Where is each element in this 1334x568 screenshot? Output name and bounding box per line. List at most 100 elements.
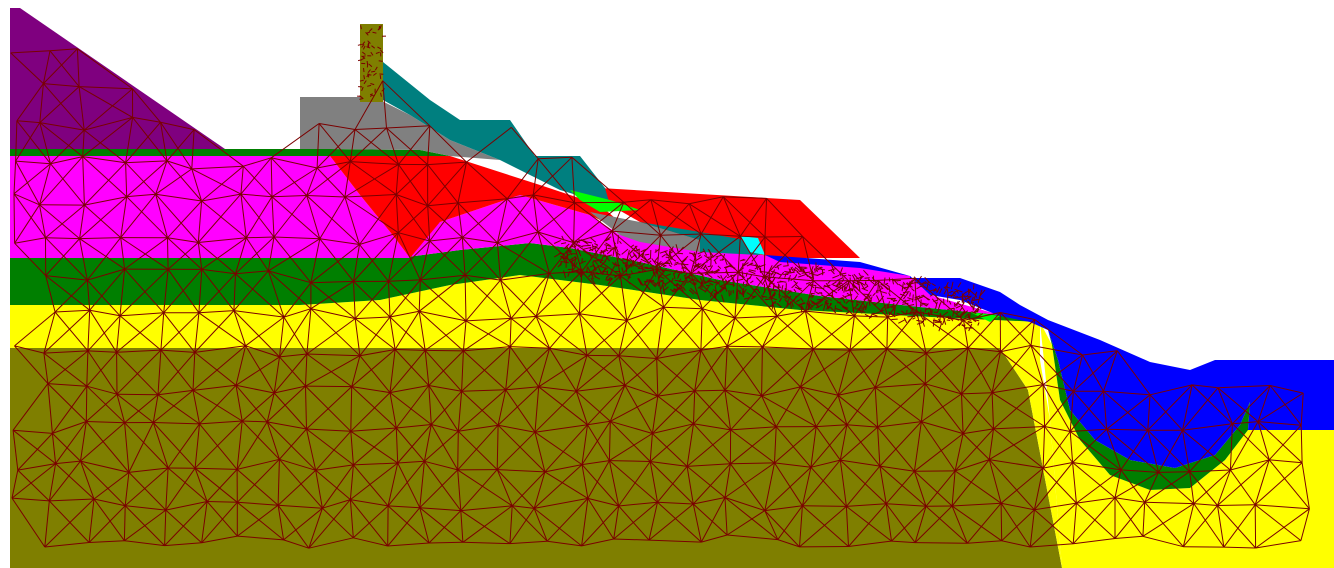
mesh-edge: [939, 288, 943, 294]
mesh-edge: [921, 393, 962, 423]
mesh-edge: [734, 276, 765, 319]
mesh-edge: [1106, 394, 1151, 430]
mesh-edge: [418, 274, 466, 312]
mesh-edge: [654, 260, 662, 268]
mesh-edge: [795, 284, 800, 289]
mesh-edge: [867, 295, 872, 300]
mesh-edge: [874, 387, 879, 428]
mesh-edge: [657, 501, 702, 543]
mesh-edge: [427, 205, 431, 242]
mesh-edge: [579, 313, 620, 357]
mesh-edge: [89, 268, 125, 311]
mesh-edge: [366, 46, 371, 49]
mesh-edge: [374, 66, 378, 71]
mesh-edge: [587, 460, 610, 499]
mesh-edge: [961, 295, 971, 298]
mesh-edge: [191, 168, 203, 202]
mesh-edge: [1120, 469, 1159, 473]
mesh-edge: [911, 288, 915, 292]
mesh-edge: [915, 295, 921, 303]
mesh-edge: [549, 348, 577, 392]
mesh-edge: [699, 277, 704, 284]
mesh-edge: [700, 263, 706, 270]
mesh-edge: [306, 353, 352, 388]
mesh-edge: [167, 242, 199, 270]
mesh-edge: [80, 421, 87, 462]
mesh-edge: [894, 280, 899, 286]
mesh-edge: [395, 194, 399, 233]
mesh-edge: [1230, 459, 1270, 471]
mesh-edge: [500, 279, 512, 319]
mesh-edge: [742, 289, 744, 298]
mesh-edge: [563, 243, 570, 250]
layer-lens-green-right: [970, 312, 1000, 322]
mesh-edge: [720, 281, 729, 288]
mesh-edge: [389, 316, 396, 350]
mesh-edge: [87, 310, 91, 351]
mesh-edge: [596, 271, 599, 276]
mesh-edge: [723, 196, 767, 199]
mesh-edge: [16, 120, 40, 124]
mesh-edge: [714, 286, 718, 295]
mesh-edge: [236, 469, 279, 506]
layer-sand-left: [10, 275, 1062, 568]
mesh-edge: [1120, 429, 1149, 471]
mesh-edge: [791, 302, 794, 308]
mesh-edge: [715, 254, 722, 258]
mesh-edge: [672, 287, 676, 292]
mesh-edge: [155, 160, 168, 195]
mesh-edge: [1269, 385, 1302, 426]
mesh-edge: [123, 505, 126, 541]
mesh-edge: [194, 468, 208, 502]
mesh-edge: [395, 194, 431, 242]
mesh-edge: [1254, 504, 1302, 541]
mesh-edge: [52, 421, 87, 434]
mesh-edge: [1001, 509, 1035, 542]
mesh-edge: [842, 297, 846, 304]
mesh-edge: [13, 193, 40, 206]
mesh-edge: [1223, 504, 1256, 548]
mesh-edge: [848, 300, 855, 303]
mesh-edge: [697, 270, 704, 276]
mesh-edge: [631, 254, 635, 259]
mesh-edge: [837, 297, 843, 300]
mesh-edge: [558, 252, 565, 255]
mesh-edge: [1147, 430, 1159, 473]
mesh-edge: [80, 460, 130, 473]
mesh-edge: [623, 199, 651, 203]
mesh-edge: [769, 300, 777, 308]
mesh-edge: [506, 158, 539, 200]
mesh-edge: [957, 282, 962, 288]
mesh-edge: [128, 467, 169, 473]
mesh-edge: [875, 383, 926, 388]
mesh-edge: [79, 205, 85, 239]
mesh-edge: [1158, 471, 1190, 473]
mesh-edge: [650, 199, 702, 235]
mesh-edge: [801, 467, 812, 506]
mesh-edge: [774, 462, 811, 468]
mesh-edge: [844, 293, 853, 298]
mesh-edge: [768, 265, 773, 273]
mesh-edge: [877, 421, 922, 428]
mesh-edge: [49, 48, 78, 52]
mesh-edge: [914, 505, 953, 543]
mesh-edge: [581, 464, 589, 499]
mesh-edge: [396, 194, 428, 207]
mesh-edge: [632, 252, 638, 257]
mesh-edge: [874, 387, 922, 423]
layer-lens-cyan: [740, 236, 765, 255]
mesh-edge: [270, 123, 320, 159]
mesh-edge: [427, 125, 431, 165]
mesh-edge: [701, 308, 728, 347]
mesh-edge: [676, 287, 681, 290]
mesh-edge: [49, 498, 95, 502]
mesh-edge: [78, 86, 133, 118]
mesh-edge: [1229, 423, 1233, 471]
mesh-edge: [152, 394, 159, 423]
mesh-edge: [163, 269, 203, 314]
mesh-edge: [1258, 421, 1302, 426]
mesh-edge: [1254, 459, 1270, 505]
mesh-edge: [353, 244, 360, 282]
mesh-edge: [1300, 425, 1303, 463]
mesh-edge: [864, 281, 867, 285]
